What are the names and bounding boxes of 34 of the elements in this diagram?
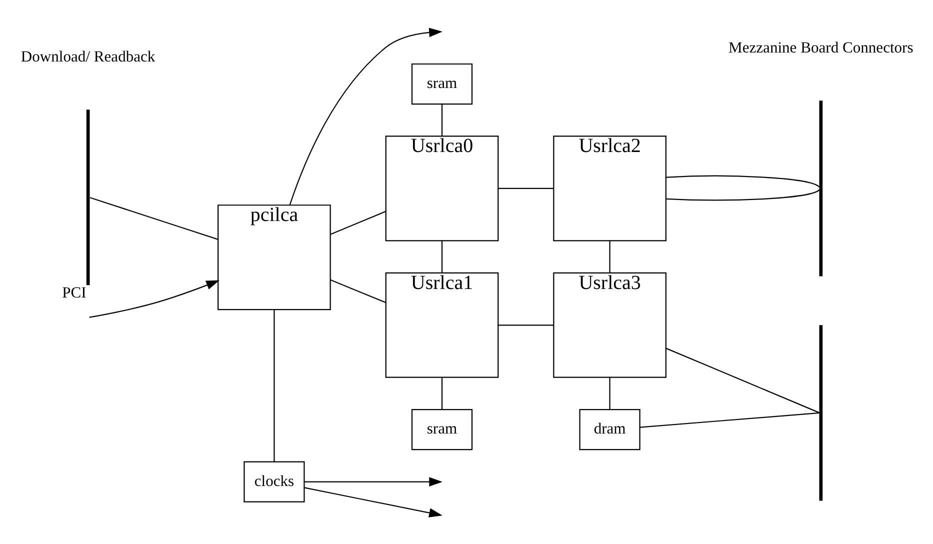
connector xyxy=(608,378,610,410)
connector xyxy=(498,324,553,326)
node-bar xyxy=(818,100,822,276)
node-box: sram xyxy=(410,63,472,105)
connector xyxy=(666,175,820,188)
connector xyxy=(330,210,386,235)
node-box: Usrlca1 xyxy=(384,272,498,378)
label: Mezzanine Board Connectors xyxy=(728,40,913,57)
connector xyxy=(273,310,274,462)
connector xyxy=(440,104,442,136)
arrow xyxy=(88,280,220,318)
node-box: dram xyxy=(578,409,640,450)
node-box: Usrlca2 xyxy=(552,136,666,242)
arrow xyxy=(288,28,442,205)
arrow xyxy=(304,477,442,486)
connector xyxy=(498,188,553,190)
node-box: pcilca xyxy=(217,204,330,310)
arrow xyxy=(304,487,442,518)
connector xyxy=(639,412,819,428)
node-bar xyxy=(86,110,90,286)
connector xyxy=(330,279,386,304)
label: Download/ Readback xyxy=(20,48,155,66)
node-box: Usrlca0 xyxy=(384,136,498,242)
connector xyxy=(89,197,218,240)
node-box: clocks xyxy=(243,461,304,502)
connector xyxy=(440,240,442,273)
node-bar xyxy=(818,325,822,501)
node-box: Usrlca3 xyxy=(552,272,666,378)
node-label: PCI xyxy=(62,284,86,302)
connector xyxy=(440,378,442,410)
node-box: sram xyxy=(410,409,472,450)
connector xyxy=(666,348,819,414)
connector xyxy=(666,189,819,201)
connector xyxy=(608,240,610,273)
